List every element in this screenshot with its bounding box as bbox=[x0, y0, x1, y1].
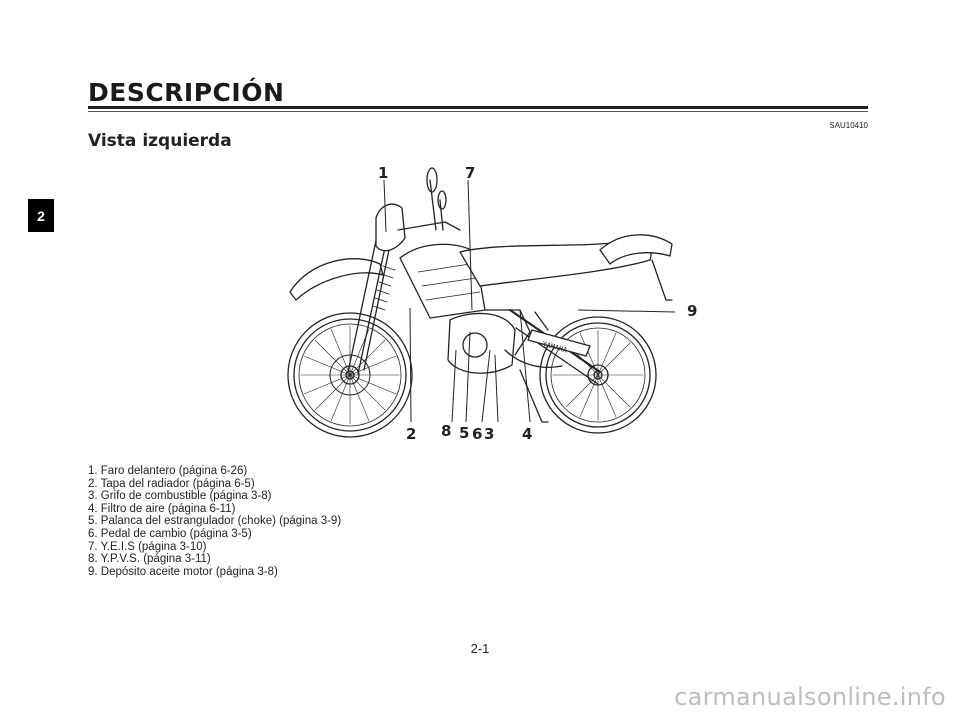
legend-item: 5. Palanca del estrangulador (choke) (pá… bbox=[88, 515, 342, 528]
page-number: 2-1 bbox=[470, 641, 490, 656]
motorcycle-illustration: YAMAHA 1 7 9 2 8 5 6 3 4 bbox=[287, 164, 697, 443]
chapter-tab[interactable]: 2 bbox=[28, 199, 54, 232]
section-subtitle: Vista izquierda bbox=[88, 131, 232, 151]
page-title: DESCRIPCIÓN bbox=[88, 78, 285, 107]
section-code: SAU10410 bbox=[829, 121, 868, 130]
legend-item: 9. Depósito aceite motor (página 3-8) bbox=[88, 565, 278, 578]
legend-item: 4. Filtro de aire (página 6-11) bbox=[88, 502, 236, 515]
title-rule-thick bbox=[88, 106, 868, 109]
legend-item: 3. Grifo de combustible (página 3-8) bbox=[88, 490, 272, 503]
callout-2: 2 bbox=[406, 425, 416, 443]
legend-item: 2. Tapa del radiador (página 6-5) bbox=[88, 477, 255, 490]
callout-1: 1 bbox=[378, 164, 388, 182]
chapter-tab-label: 2 bbox=[37, 207, 45, 224]
callout-7: 7 bbox=[465, 164, 475, 182]
legend-item: 7. Y.E.I.S (página 3-10) bbox=[88, 540, 207, 553]
callout-6: 6 bbox=[472, 425, 482, 443]
callout-5: 5 bbox=[459, 424, 469, 442]
parts-legend: 1. Faro delantero (página 6-26) 2. Tapa … bbox=[88, 465, 341, 578]
callout-8: 8 bbox=[441, 422, 451, 440]
title-rule-thin bbox=[88, 111, 868, 112]
callout-9: 9 bbox=[687, 302, 697, 320]
engine bbox=[447, 312, 516, 374]
legend-item: 8. Y.P.V.S. (página 3-11) bbox=[88, 553, 211, 566]
front-wheel bbox=[287, 312, 413, 438]
legend-item: 1. Faro delantero (página 6-26) bbox=[88, 465, 248, 477]
rear-wheel bbox=[539, 316, 657, 434]
headlight-cowl bbox=[375, 203, 406, 252]
callout-4: 4 bbox=[522, 425, 532, 443]
callout-3: 3 bbox=[484, 425, 494, 443]
legend-item: 6. Pedal de cambio (página 3-5) bbox=[88, 527, 252, 540]
watermark: carmanualsonline.info bbox=[674, 683, 946, 711]
